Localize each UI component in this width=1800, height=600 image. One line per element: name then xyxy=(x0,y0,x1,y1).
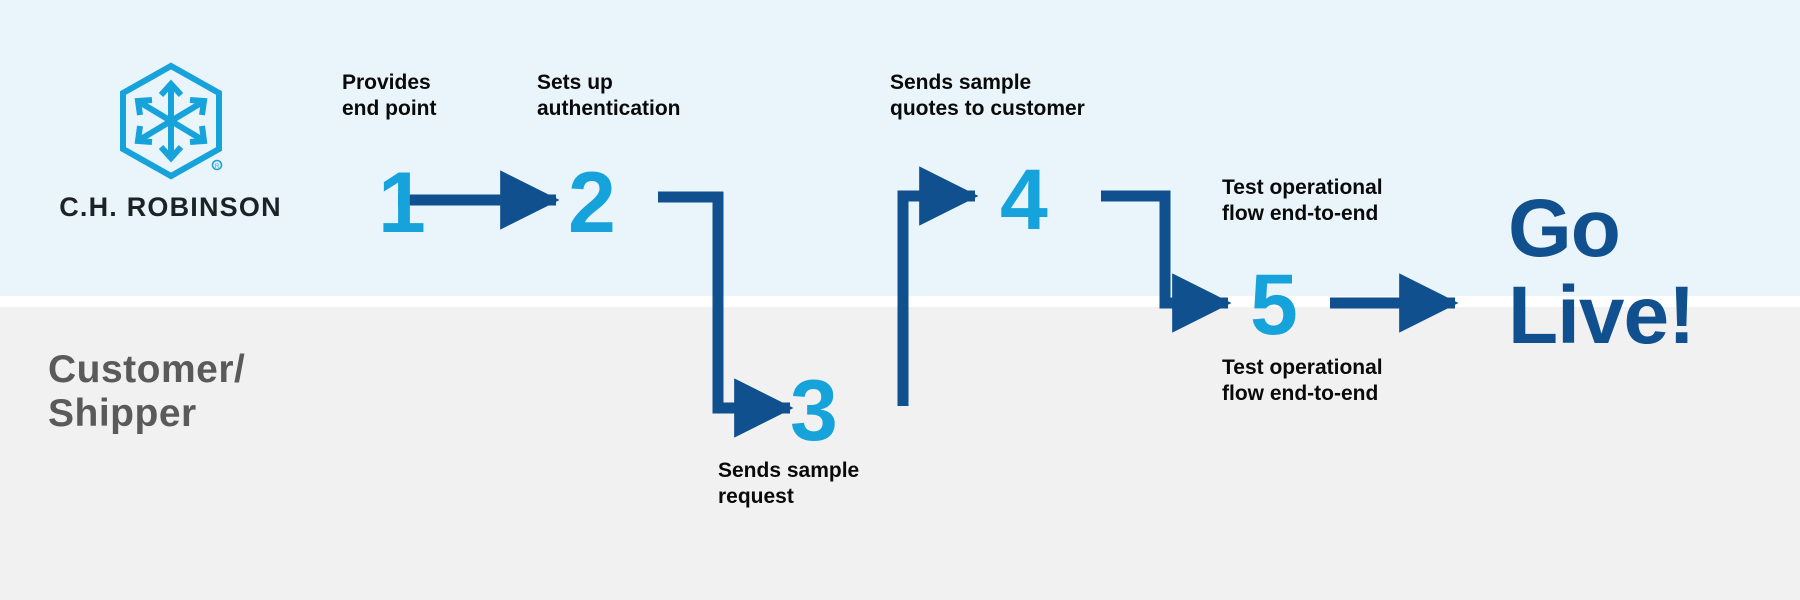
step-2-number: 2 xyxy=(568,155,616,251)
step-4-number: 4 xyxy=(1000,152,1048,248)
step-5-caption-below: Test operational flow end-to-end xyxy=(1222,356,1383,405)
hexagon-arrows-logo-icon: R xyxy=(119,62,222,180)
svg-text:R: R xyxy=(214,164,219,170)
outcome-go-live: Go Live! xyxy=(1508,183,1695,361)
registered-mark-icon xyxy=(211,159,222,171)
step-5-number: 5 xyxy=(1250,257,1298,353)
brand-logo: R C.H. ROBINSON xyxy=(48,62,293,223)
step-3-number: 3 xyxy=(790,363,838,459)
brand-wordmark: C.H. ROBINSON xyxy=(59,192,282,222)
step-5-caption-above: Test operational flow end-to-end xyxy=(1222,176,1383,225)
lane-label-customer-shipper: Customer/ Shipper xyxy=(48,348,246,436)
step-1-number: 1 xyxy=(378,155,426,251)
step-3-caption: Sends sample request xyxy=(718,459,860,508)
step-1-caption: Provides end point xyxy=(342,71,437,120)
step-2-caption: Sets up authentication xyxy=(537,71,681,120)
step-4-caption: Sends sample quotes to customer xyxy=(890,71,1085,120)
